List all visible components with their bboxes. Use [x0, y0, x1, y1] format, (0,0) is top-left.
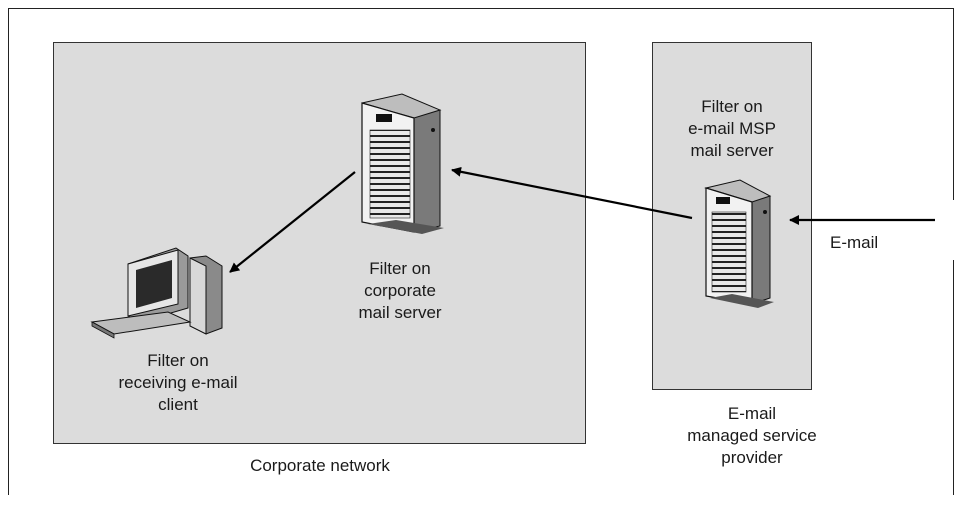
corporate-network-box [53, 42, 586, 444]
client-label: Filter on receiving e-mail client [118, 351, 238, 414]
msp-to-corporate-arrow [451, 166, 693, 220]
msp-server-label: Filter on e-mail MSP mail server [688, 97, 776, 160]
corporate-to-client-arrow [229, 171, 356, 273]
corporate-server-icon [361, 93, 444, 234]
msp-label: E-mail managed service provider [687, 404, 817, 467]
incoming-email-label: E-mail [830, 233, 879, 252]
msp-server-icon [704, 179, 774, 308]
corporate-network-label: Corporate network [250, 456, 390, 475]
client-computer-icon [90, 247, 223, 339]
corporate-server-label: Filter on corporate mail server [358, 259, 442, 322]
frame-gap [925, 200, 956, 260]
